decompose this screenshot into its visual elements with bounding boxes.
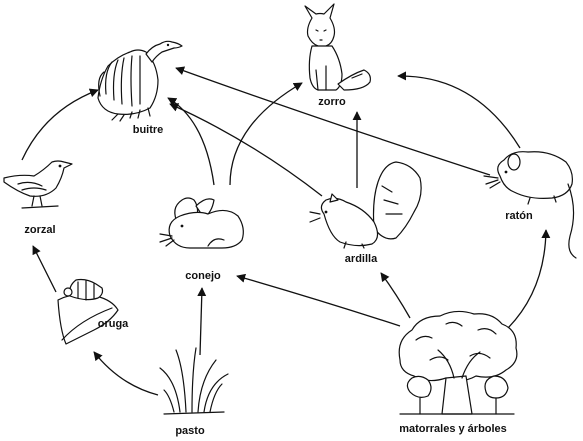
arrow-zorzal-buitre — [21, 88, 99, 161]
caterpillar-icon — [57, 278, 119, 345]
labels: buitre zorro zorzal ratón conejo ardilla… — [24, 96, 533, 437]
label-zorro: zorro — [318, 96, 346, 108]
fox-icon — [304, 3, 371, 91]
arrow-matorrales-conejo — [236, 273, 401, 327]
label-raton: ratón — [505, 210, 533, 222]
squirrel-icon — [309, 161, 422, 249]
arrow-conejo-zorro — [229, 82, 303, 186]
label-conejo: conejo — [185, 270, 221, 282]
thrush-icon — [3, 160, 73, 209]
rabbit-icon — [159, 197, 244, 249]
mouse-icon — [483, 151, 577, 259]
label-zorzal: zorzal — [24, 224, 55, 236]
label-matorrales: matorrales y árboles — [399, 423, 507, 435]
trees-icon — [398, 310, 518, 415]
arrow-pasto-oruga — [93, 351, 159, 396]
arrow-pasto-conejo — [197, 287, 207, 356]
arrow-matorrales-ardilla — [380, 272, 411, 319]
label-pasto: pasto — [175, 425, 205, 437]
label-ardilla: ardilla — [345, 253, 378, 265]
arrow-raton-zorro — [397, 71, 521, 149]
arrow-matorrales-raton — [507, 229, 551, 329]
arrow-raton-buitre — [175, 66, 491, 176]
arrow-oruga-zorzal — [32, 245, 57, 293]
arrows — [21, 66, 551, 396]
arrow-conejo-buitre — [167, 97, 215, 186]
label-oruga: oruga — [98, 318, 129, 330]
arrow-ardilla-buitre — [169, 103, 323, 197]
vulture-icon — [97, 40, 183, 122]
grass-icon — [159, 347, 229, 415]
label-buitre: buitre — [133, 124, 164, 136]
